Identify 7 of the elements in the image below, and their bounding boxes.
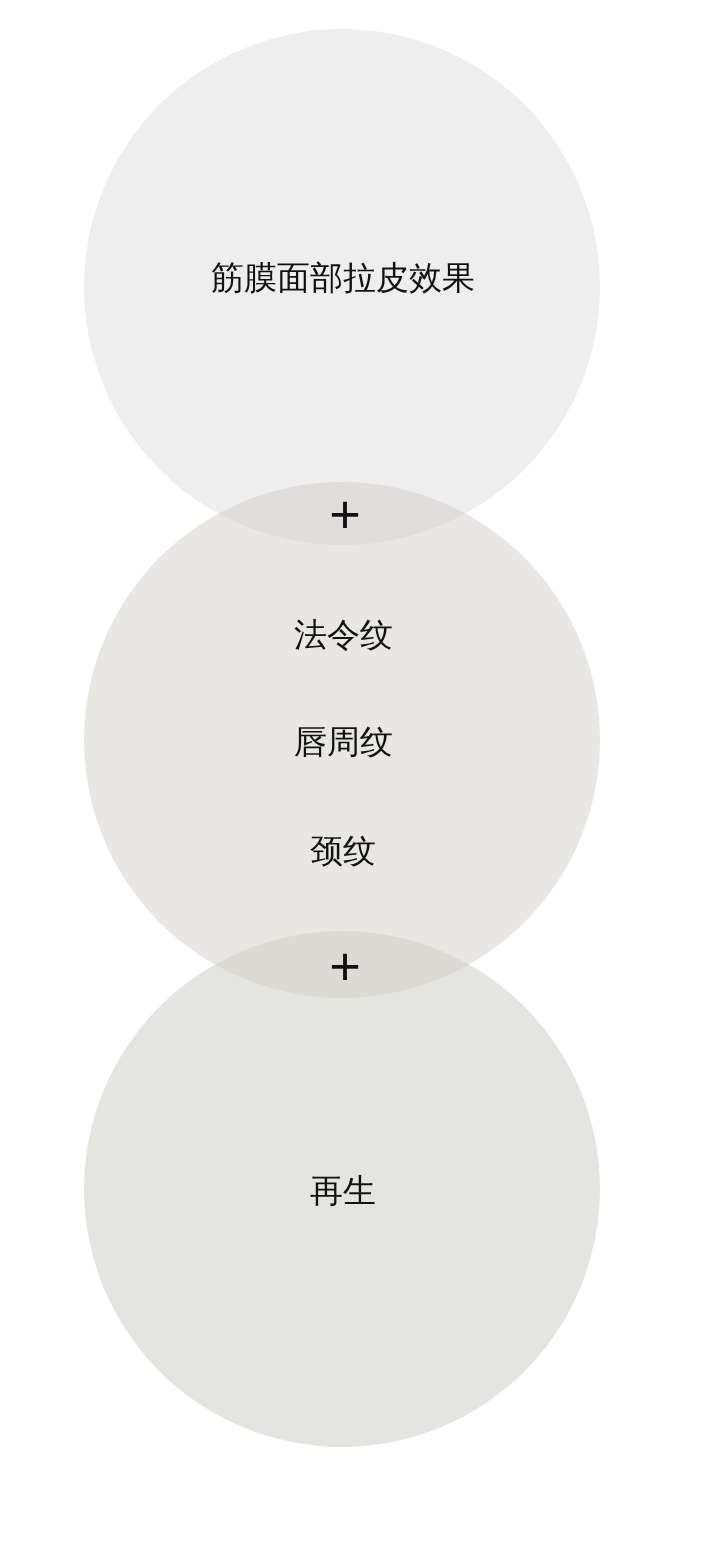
circle-text: 筋膜面部拉皮效果 — [211, 258, 475, 298]
circle-text: 颈纹 — [310, 831, 376, 871]
plus-sign: + — [329, 487, 361, 541]
circle-text: 唇周纹 — [293, 722, 393, 762]
circle-text: 法令纹 — [293, 615, 393, 655]
plus-sign: + — [329, 939, 361, 993]
circle-text: 再生 — [310, 1171, 376, 1211]
